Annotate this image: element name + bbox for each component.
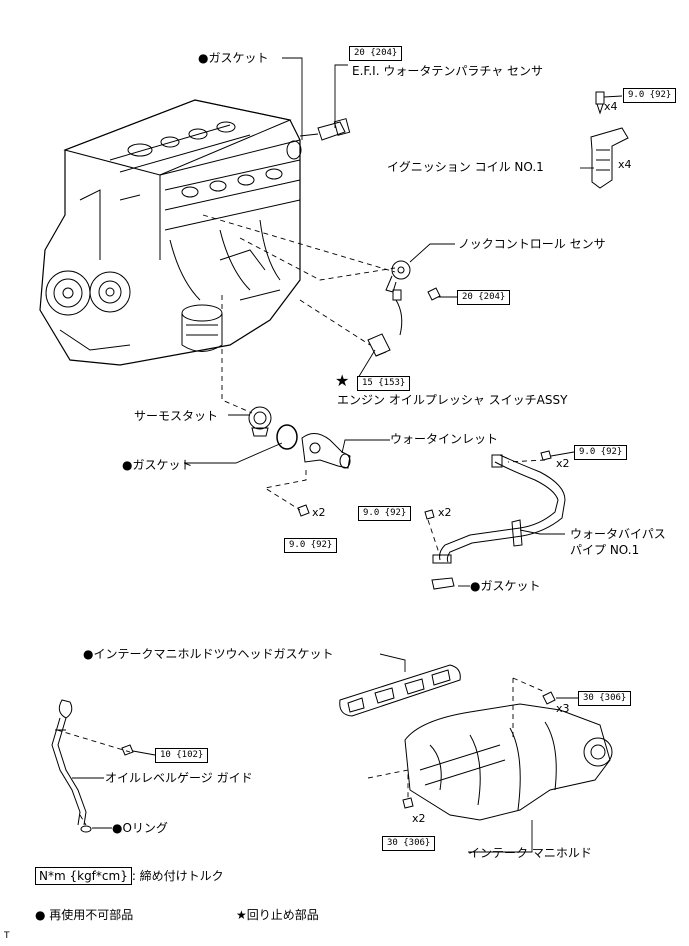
count-manifold-top: x3 [556, 702, 570, 715]
oil-switch-illustration [367, 333, 391, 357]
gasket-ring-thermostat [276, 424, 298, 450]
bypass-bolt-right [540, 450, 552, 461]
star-icon: ★ [335, 371, 350, 390]
torque-oil-switch: 15 {153} [357, 376, 411, 391]
corner-mark: T [4, 931, 10, 941]
knock-sensor-label: ノックコントロール センサ [458, 237, 606, 251]
bypass-gasket [431, 577, 455, 590]
dipstick-bolt [121, 744, 134, 756]
intake-gasket-label: ●インテークマニホルドツウヘッドガスケット [83, 647, 334, 661]
water-inlet-illustration [301, 433, 351, 469]
legend-precoated: ★回り止め部品 [236, 908, 319, 922]
bypass-pipe-label-line2: パイプ NO.1 [570, 543, 640, 557]
intake-gasket-illustration [339, 664, 461, 717]
bypass-pipe-illustration [432, 454, 566, 564]
efi-sensor-label: E.F.I. ウォータテンパラチャ センサ [352, 64, 544, 78]
count-water-inlet: x2 [312, 506, 326, 519]
intake-manifold-illustration [404, 703, 613, 821]
torque-knock-sensor: 20 {204} [457, 290, 511, 305]
legend-torque-desc: : 締め付けトルク [131, 869, 224, 883]
ignition-coil-illustration [590, 91, 629, 189]
count-bypass-right: x2 [556, 457, 570, 470]
gasket-bypass-label: ●ガスケット [470, 579, 541, 593]
legend-torque: N*m {kgf*cm}: 締め付けトルク [35, 867, 224, 885]
oring-illustration [80, 825, 92, 833]
oring-label: ●Oリング [112, 821, 168, 835]
efi-sensor-illustration [299, 118, 351, 141]
dipstick-guide-label: オイルレベルゲージ ガイド [105, 771, 253, 785]
legend-torque-unit: N*m {kgf*cm} [35, 867, 132, 885]
manifold-bolt-bottom [402, 797, 414, 809]
torque-efi-sensor: 20 {204} [349, 46, 403, 61]
thermostat-label: サーモスタット [134, 409, 219, 423]
count-coil: x4 [618, 158, 632, 171]
bypass-bolt-left [424, 509, 435, 520]
oil-switch-label: エンジン オイルプレッシャ スイッチASSY [337, 393, 568, 407]
water-inlet-label: ウォータインレット [390, 432, 499, 446]
inlet-bolt [297, 504, 310, 517]
manifold-bolt-top [542, 691, 556, 705]
dipstick-guide-illustration [51, 699, 87, 826]
torque-manifold-top: 30 {306} [578, 691, 632, 706]
torque-ignition-coil: 9.0 {92} [623, 88, 677, 103]
torque-manifold-bottom: 30 {306} [382, 836, 436, 851]
bypass-pipe-label-line1: ウォータバイパス [570, 527, 666, 541]
intake-manifold-label: インテーク マニホルド [468, 846, 592, 860]
torque-dipstick: 10 {102} [155, 748, 209, 763]
gasket-thermo-label: ●ガスケット [122, 458, 193, 472]
torque-bypass-right: 9.0 {92} [574, 445, 628, 460]
engine-block-illustration [39, 99, 301, 366]
torque-water-inlet: 9.0 {92} [284, 538, 338, 553]
leader-lines [72, 57, 623, 853]
torque-bypass-left: 9.0 {92} [358, 506, 412, 521]
count-coil-bolt: x4 [604, 100, 618, 113]
assembly-guides [56, 214, 546, 826]
knock-sensor-illustration [385, 260, 441, 336]
count-bypass-left: x2 [438, 506, 452, 519]
legend-non-reusable: ● 再使用不可部品 [35, 908, 134, 922]
gasket-ring-top [286, 140, 302, 160]
count-manifold-bottom: x2 [412, 812, 426, 825]
thermostat-illustration [248, 406, 272, 437]
ignition-coil-label: イグニッション コイル NO.1 [387, 160, 544, 174]
gasket-top-label: ●ガスケット [198, 51, 269, 65]
